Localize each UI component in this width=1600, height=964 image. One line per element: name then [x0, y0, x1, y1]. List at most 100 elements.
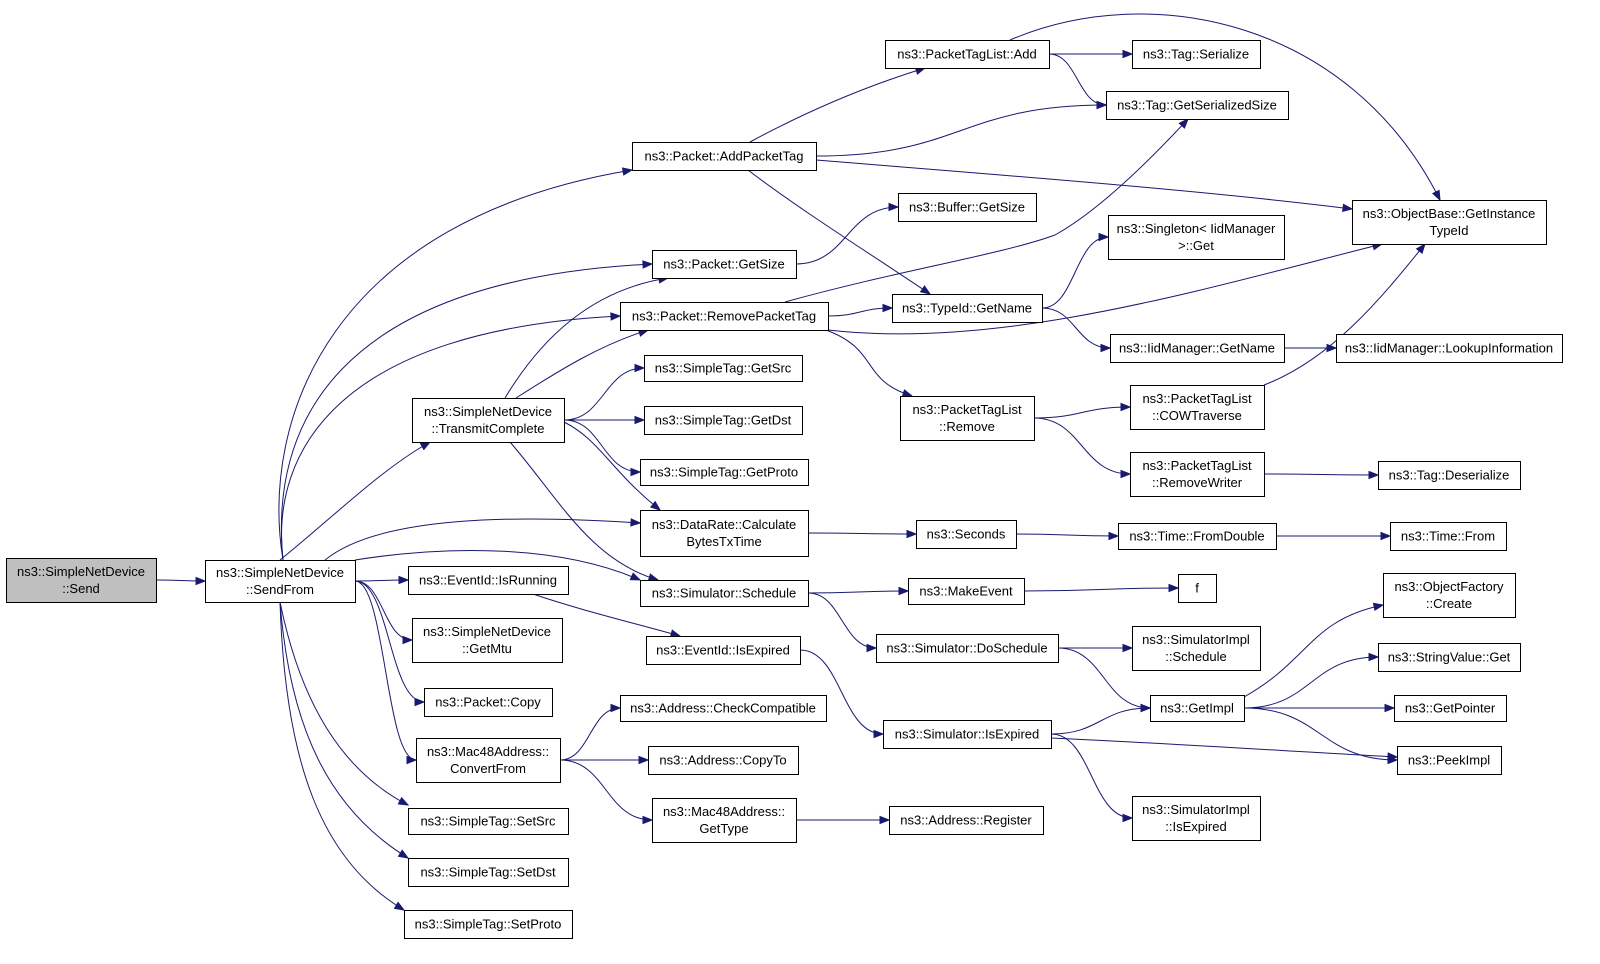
node-isrunning[interactable]: ns3::EventId::IsRunning — [408, 566, 569, 595]
call-edge-isexpired-to-sim-isexpired — [799, 649, 885, 739]
node-peekimpl[interactable]: ns3::PeekImpl — [1397, 746, 1502, 775]
call-edge-typeid-getname-to-iid-getname — [1041, 307, 1112, 353]
node-getpointer[interactable]: ns3::GetPointer — [1394, 695, 1507, 722]
arrowhead-icon — [898, 586, 910, 596]
node-label-line: ns3::Tag::Serialize — [1143, 47, 1249, 62]
arrowhead-icon — [1108, 531, 1120, 541]
node-label-line: ns3::ObjectFactory — [1394, 579, 1504, 594]
node-tag-getserializedsize[interactable]: ns3::Tag::GetSerializedSize — [1106, 91, 1289, 120]
node-buffer-getsize[interactable]: ns3::Buffer::GetSize — [898, 193, 1037, 222]
call-edge-getimpl-to-objectfactory — [1243, 602, 1385, 698]
node-tag-deserialize[interactable]: ns3::Tag::Deserialize — [1378, 461, 1521, 490]
call-edge-removepackettag-to-tag-getserializedsize — [784, 117, 1189, 303]
arrowhead-icon — [1415, 242, 1426, 255]
node-ptl-add[interactable]: ns3::PacketTagList::Add — [885, 40, 1050, 69]
node-setdst[interactable]: ns3::SimpleTag::SetDst — [408, 858, 569, 887]
node-getproto[interactable]: ns3::SimpleTag::GetProto — [640, 459, 809, 486]
node-sim-isexpired[interactable]: ns3::Simulator::IsExpired — [883, 720, 1052, 749]
call-edge-removewriter-to-tag-deserialize — [1263, 470, 1380, 480]
arrowhead-icon — [638, 755, 650, 765]
node-copyto[interactable]: ns3::Address::CopyTo — [648, 746, 799, 775]
node-label-line: ns3::Simulator::IsExpired — [895, 727, 1040, 742]
node-addpackettag[interactable]: ns3::Packet::AddPacketTag — [632, 142, 817, 171]
node-stringvalue[interactable]: ns3::StringValue::Get — [1378, 643, 1521, 672]
node-label-line: ns3::GetImpl — [1160, 701, 1234, 716]
node-seconds[interactable]: ns3::Seconds — [916, 520, 1017, 549]
node-label-line: >::Get — [1178, 238, 1214, 253]
node-convertfrom[interactable]: ns3::Mac48Address::ConvertFrom — [416, 738, 561, 783]
arrowhead-icon — [1096, 100, 1108, 110]
node-label-line: ns3::Time::From — [1401, 529, 1495, 544]
node-sendfrom[interactable]: ns3::SimpleNetDevice::SendFrom — [205, 560, 356, 603]
node-getsize[interactable]: ns3::Packet::GetSize — [652, 250, 797, 279]
node-time-from[interactable]: ns3::Time::From — [1390, 522, 1507, 551]
node-label-line: ns3::Singleton< IidManager — [1117, 221, 1276, 236]
node-schedule[interactable]: ns3::Simulator::Schedule — [640, 580, 809, 607]
node-removepackettag[interactable]: ns3::Packet::RemovePacketTag — [620, 302, 829, 331]
arrowhead-icon — [1380, 531, 1392, 541]
node-f[interactable]: f — [1178, 574, 1217, 603]
node-mac-gettype[interactable]: ns3::Mac48Address::GetType — [652, 798, 797, 843]
node-isexpired[interactable]: ns3::EventId::IsExpired — [646, 636, 801, 665]
node-register[interactable]: ns3::Address::Register — [889, 806, 1044, 835]
call-edge-sendfrom-to-getmtu — [354, 580, 414, 645]
node-box — [652, 798, 797, 843]
node-simimpl-schedule[interactable]: ns3::SimulatorImpl::Schedule — [1132, 626, 1261, 671]
node-removewriter[interactable]: ns3::PacketTagList::RemoveWriter — [1130, 452, 1265, 497]
node-getimpl[interactable]: ns3::GetImpl — [1150, 695, 1245, 722]
call-edge-getsize-to-buffer-getsize — [795, 202, 900, 265]
arrowhead-icon — [1368, 652, 1380, 662]
node-singleton[interactable]: ns3::Singleton< IidManager>::Get — [1108, 215, 1285, 260]
node-send[interactable]: ns3::SimpleNetDevice::Send — [6, 558, 157, 603]
call-edge-transmitcomplete-to-getsrc — [563, 363, 646, 421]
node-getdst[interactable]: ns3::SimpleTag::GetDst — [644, 406, 803, 435]
node-makeevent[interactable]: ns3::MakeEvent — [908, 578, 1025, 605]
node-cowtraverse[interactable]: ns3::PacketTagList::COWTraverse — [1130, 385, 1265, 430]
node-getsrc[interactable]: ns3::SimpleTag::GetSrc — [644, 355, 803, 382]
node-doschedule[interactable]: ns3::Simulator::DoSchedule — [876, 634, 1059, 663]
node-simimpl-isexpired[interactable]: ns3::SimulatorImpl::IsExpired — [1132, 796, 1261, 841]
node-fromdouble[interactable]: ns3::Time::FromDouble — [1118, 523, 1277, 550]
node-label-line: ns3::Packet::RemovePacketTag — [632, 309, 816, 324]
call-edge-ptl-remove-to-removewriter — [1033, 417, 1132, 479]
node-packetcopy[interactable]: ns3::Packet::Copy — [424, 688, 553, 717]
node-ptl-remove[interactable]: ns3::PacketTagList::Remove — [900, 396, 1035, 441]
node-setproto[interactable]: ns3::SimpleTag::SetProto — [404, 910, 573, 939]
node-setsrc[interactable]: ns3::SimpleTag::SetSrc — [408, 808, 569, 835]
call-edge-iid-getname-to-lookupinfo — [1284, 343, 1338, 353]
node-transmitcomplete[interactable]: ns3::SimpleNetDevice::TransmitComplete — [412, 398, 565, 443]
node-box — [6, 558, 157, 603]
call-edge-sendfrom-to-packetcopy — [354, 580, 426, 707]
arrowhead-icon — [621, 167, 634, 176]
node-box — [1397, 746, 1502, 775]
node-objectfactory[interactable]: ns3::ObjectFactory::Create — [1383, 573, 1516, 618]
node-label-line: ns3::Packet::GetSize — [663, 257, 784, 272]
arrowhead-icon — [1431, 189, 1441, 202]
node-box — [1394, 695, 1507, 722]
arrowhead-icon — [1387, 755, 1399, 765]
node-box — [1378, 461, 1521, 490]
call-edge-transmitcomplete-to-datarate — [563, 421, 662, 511]
call-edge-getimpl-to-peekimpl — [1243, 707, 1399, 765]
node-getmtu[interactable]: ns3::SimpleNetDevice::GetMtu — [412, 618, 563, 663]
node-box — [885, 40, 1050, 69]
call-edge-transmitcomplete-to-getproto — [563, 419, 642, 477]
node-typeid-getname[interactable]: ns3::TypeId::GetName — [892, 294, 1043, 323]
node-lookupinfo[interactable]: ns3::IidManager::LookupInformation — [1336, 334, 1563, 363]
node-box — [898, 193, 1037, 222]
node-label-line: ns3::GetPointer — [1405, 701, 1496, 716]
arrowhead-icon — [882, 303, 894, 313]
node-checkcompatible[interactable]: ns3::Address::CheckCompatible — [620, 695, 827, 722]
node-box — [1336, 334, 1563, 363]
node-tag-serialize[interactable]: ns3::Tag::Serialize — [1132, 40, 1261, 69]
node-label-line: ns3::SimulatorImpl — [1142, 802, 1250, 817]
node-box — [1132, 40, 1261, 69]
call-edge-fromdouble-to-time-from — [1276, 531, 1392, 541]
node-iid-getname[interactable]: ns3::IidManager::GetName — [1110, 334, 1285, 363]
call-edge-send-to-sendfrom — [155, 576, 207, 586]
call-edge-sendfrom-to-isrunning — [354, 575, 410, 585]
node-label-line: ::GetMtu — [462, 641, 512, 656]
